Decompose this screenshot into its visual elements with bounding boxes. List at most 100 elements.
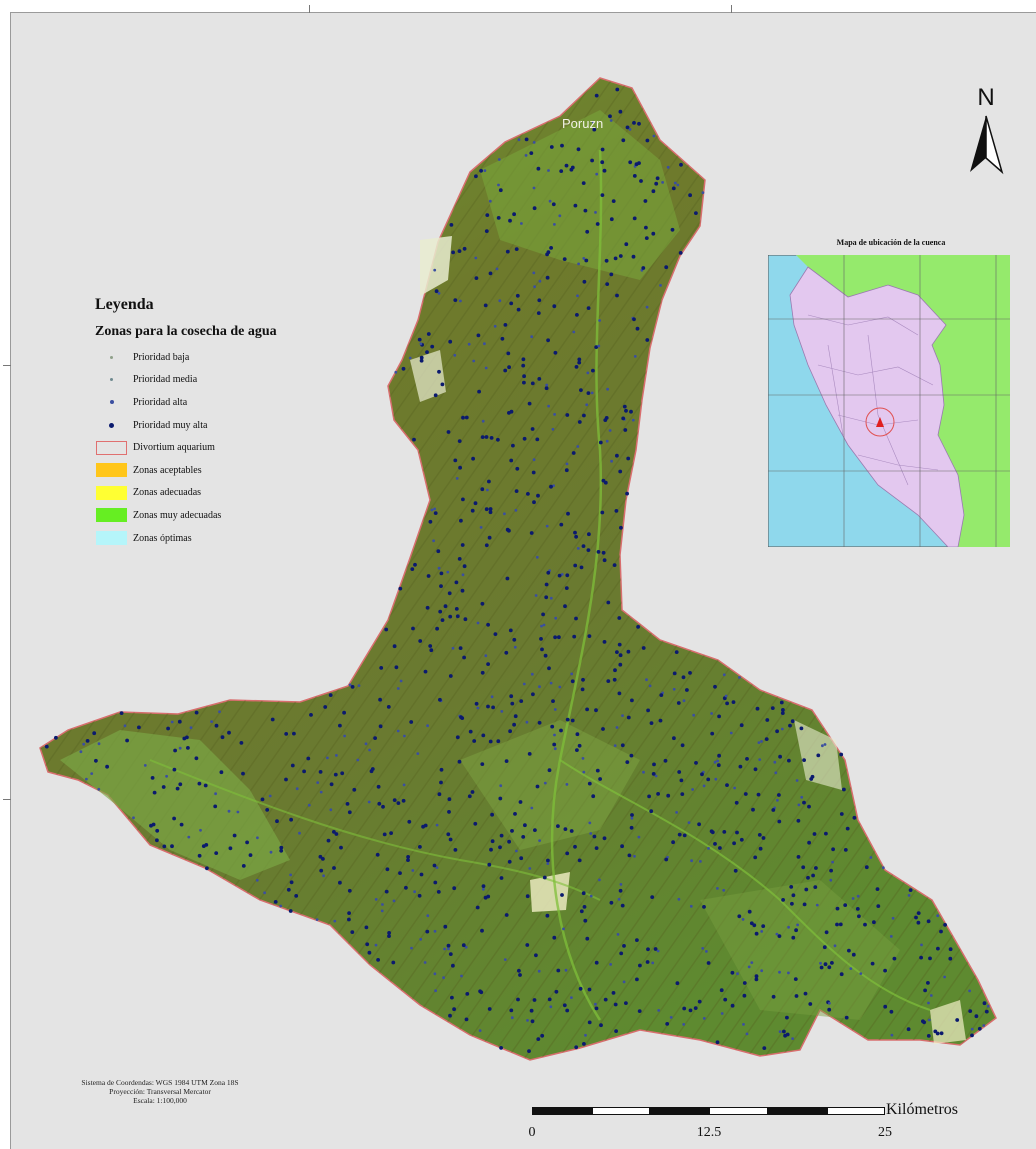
priority-point (605, 282, 610, 286)
priority-point (563, 604, 567, 609)
priority-point (407, 819, 412, 824)
priority-point (378, 724, 383, 729)
priority-point (621, 416, 626, 421)
priority-point (403, 734, 406, 738)
priority-point (644, 225, 648, 230)
priority-point (778, 1030, 782, 1033)
priority-point (601, 550, 606, 555)
priority-point (582, 257, 586, 260)
priority-point (787, 758, 791, 763)
priority-point (464, 415, 469, 420)
priority-point (480, 601, 485, 606)
priority-point (396, 729, 400, 733)
priority-point (409, 720, 414, 724)
priority-point (321, 857, 325, 861)
priority-point (875, 887, 880, 891)
priority-point (556, 968, 561, 973)
priority-point (730, 1003, 735, 1008)
priority-point (332, 866, 336, 870)
priority-point (778, 754, 782, 759)
priority-point (529, 151, 534, 156)
priority-point (552, 742, 557, 747)
priority-point (461, 573, 465, 577)
priority-point (460, 543, 465, 547)
priority-point (309, 713, 313, 717)
priority-point (509, 301, 514, 306)
priority-point (713, 684, 717, 689)
priority-point (418, 639, 423, 643)
priority-point (338, 723, 342, 728)
priority-point (600, 193, 605, 198)
priority-point (454, 580, 459, 585)
priority-point (525, 720, 529, 724)
priority-point (413, 562, 417, 567)
scale-segment (592, 1107, 650, 1115)
priority-point (189, 726, 193, 730)
priority-point (669, 1016, 673, 1019)
priority-point (609, 119, 613, 122)
priority-point (433, 929, 437, 933)
priority-point (598, 440, 603, 445)
priority-point (570, 679, 575, 684)
priority-point (790, 719, 795, 724)
legend-swatch (95, 508, 128, 523)
legend-item-divortium: Divortium aquarium (95, 436, 345, 459)
priority-point (602, 836, 607, 841)
priority-point (701, 191, 705, 195)
priority-point (522, 374, 526, 379)
priority-point (333, 919, 337, 923)
frame-tick (731, 5, 732, 13)
priority-point (863, 922, 867, 927)
priority-point (527, 1049, 531, 1053)
location-inset-map[interactable] (768, 255, 1010, 547)
priority-point (437, 566, 441, 570)
priority-point (384, 627, 389, 632)
priority-point (558, 685, 562, 689)
priority-point (764, 737, 769, 741)
priority-point (273, 900, 278, 904)
priority-point (498, 299, 502, 303)
priority-point (292, 731, 296, 736)
priority-point (782, 1029, 786, 1034)
priority-point (347, 911, 351, 915)
priority-point (490, 812, 494, 817)
priority-point (97, 742, 101, 746)
priority-point (410, 946, 413, 950)
priority-point (620, 903, 625, 908)
priority-point (545, 524, 549, 528)
priority-point (565, 783, 569, 786)
priority-point (716, 759, 720, 763)
priority-point (459, 518, 463, 523)
priority-point (515, 293, 520, 298)
priority-point (816, 753, 821, 758)
priority-point (537, 720, 542, 725)
priority-point (733, 868, 738, 873)
priority-point (839, 812, 844, 816)
priority-point (479, 526, 483, 529)
priority-point (525, 894, 530, 899)
priority-point (439, 780, 443, 785)
color-swatch-icon (96, 463, 127, 478)
priority-point (433, 880, 438, 885)
priority-point (248, 853, 253, 857)
priority-point (460, 974, 463, 978)
priority-point (356, 758, 360, 762)
priority-point (245, 840, 250, 845)
priority-point (554, 989, 559, 994)
priority-point (329, 782, 334, 787)
priority-point (440, 382, 445, 387)
legend-label: Zonas muy adecuadas (133, 509, 222, 521)
priority-point (166, 726, 171, 731)
priority-point (316, 781, 320, 784)
priority-point (622, 404, 627, 409)
priority-point (697, 999, 702, 1004)
priority-point (528, 867, 532, 870)
priority-point (298, 831, 301, 835)
priority-point (85, 777, 88, 781)
priority-point (507, 859, 512, 864)
priority-point (552, 484, 555, 487)
priority-point (659, 284, 662, 287)
priority-point (538, 685, 541, 689)
priority-point (678, 251, 683, 255)
